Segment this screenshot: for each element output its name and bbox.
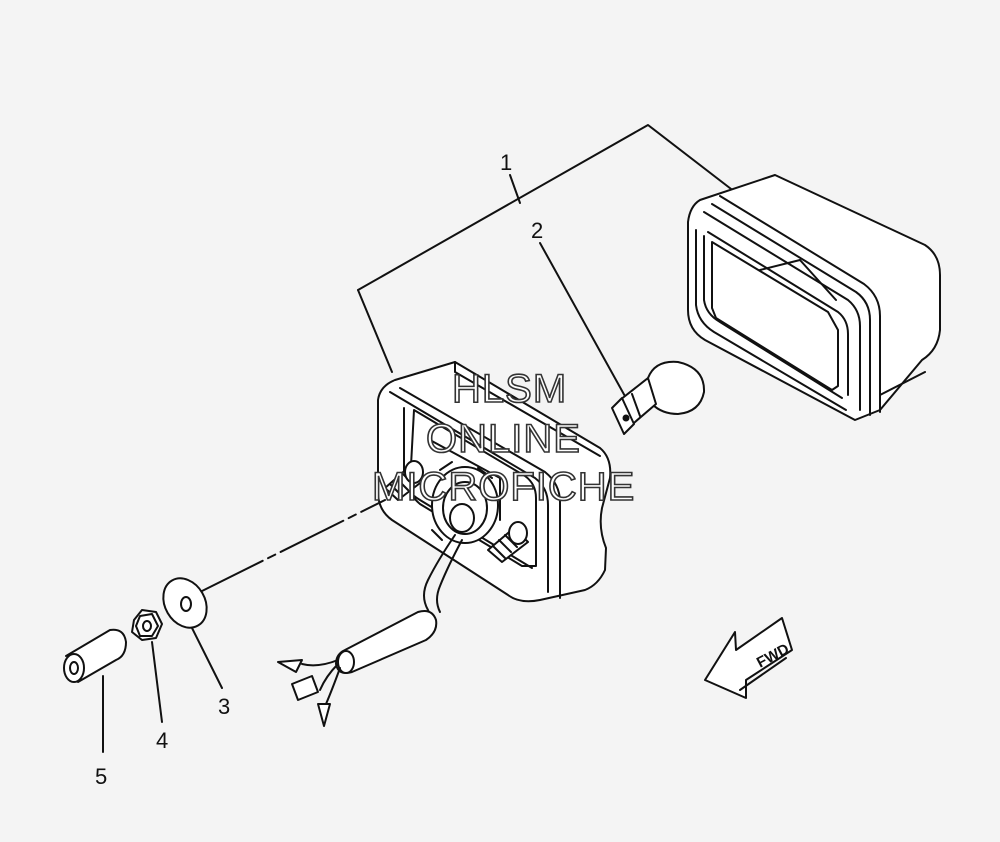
assembly-axis-line [199, 499, 386, 593]
wire-harness [277, 534, 463, 727]
leader-line-2 [539, 242, 627, 399]
part-4-nut [131, 609, 163, 641]
watermark: HLSM ONLINE MICROFICHE [371, 366, 635, 510]
watermark-line-3: MICROFICHE [372, 465, 635, 509]
leader-line-4 [151, 641, 163, 723]
callout-1: 1 [500, 150, 512, 175]
lamp-housing [377, 361, 612, 603]
callout-2: 2 [531, 218, 543, 243]
stud-left [384, 460, 425, 501]
bulb [611, 360, 706, 435]
watermark-line-1: HLSM [452, 367, 567, 411]
part-5-spacer [63, 628, 127, 683]
fwd-arrow-icon [704, 617, 793, 699]
callout-3: 3 [218, 694, 230, 719]
part-3-washer [162, 577, 208, 629]
tail-lens-cover [687, 174, 941, 421]
callout-5: 5 [95, 764, 107, 789]
leader-bracket-1 [357, 124, 736, 373]
watermark-line-2: ONLINE [426, 417, 581, 461]
leader-line-3 [191, 627, 223, 689]
bulb-socket [431, 461, 499, 544]
callout-4: 4 [156, 728, 168, 753]
stud-right [487, 521, 529, 563]
